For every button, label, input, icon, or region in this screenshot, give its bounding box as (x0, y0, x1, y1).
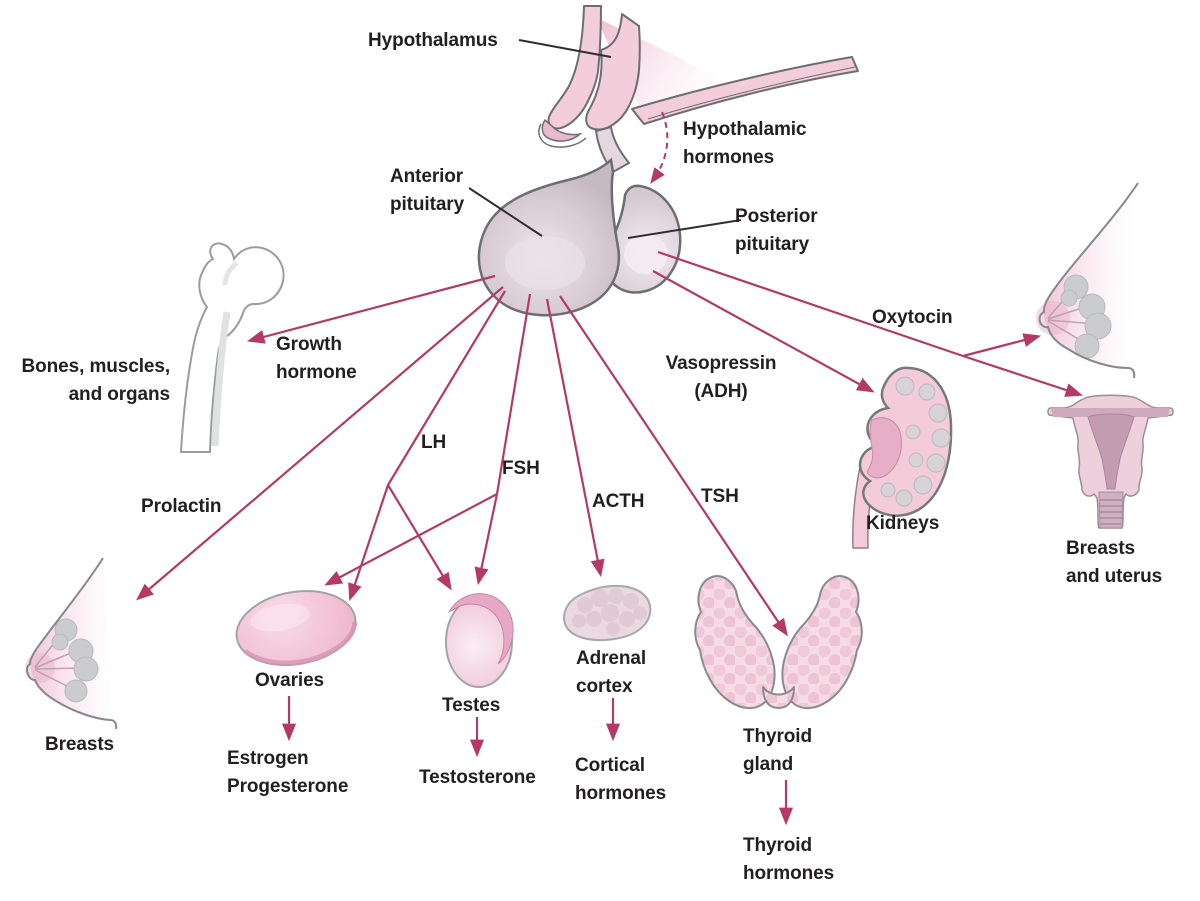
pointer-hypothalamus (518, 39, 612, 58)
label-lh: LH (421, 432, 447, 453)
arrow-lh-trunk (387, 290, 506, 486)
uterus-top-band (1051, 408, 1170, 417)
label-growth-hormone: Growth hormone (276, 334, 357, 383)
pituitary-stalk (594, 125, 631, 174)
breast-right-lobules (1060, 274, 1112, 359)
label-acth: ACTH (592, 491, 645, 512)
label-hypothalamus: Hypothalamus (368, 30, 498, 51)
femur-head-shading (222, 261, 239, 286)
label-hypothalamic-hormones: Hypothalamic hormones (683, 119, 807, 168)
kidney-lobules (880, 376, 951, 507)
femur-shading (211, 311, 231, 447)
label-tsh: TSH (701, 486, 739, 507)
optic-band-inner-line (647, 66, 856, 120)
arrow-oxytocin-trunk (657, 250, 964, 358)
label-fsh: FSH (502, 458, 540, 479)
ovary-highlight (250, 603, 310, 632)
hormone-arrows (135, 111, 1084, 826)
label-ovaries: Ovaries (255, 670, 325, 691)
label-cortical-hormones: Cortical hormones (575, 755, 667, 804)
epididymis-hood (447, 593, 514, 665)
thyroid-isthmus (762, 686, 795, 709)
label-kidneys: Kidneys (866, 513, 940, 534)
breast-right-outline (1038, 182, 1139, 379)
testis-illustration (445, 593, 514, 688)
adrenal-bumps (572, 588, 647, 636)
arrow-prolactin (135, 286, 504, 601)
label-testes: Testes (442, 695, 501, 716)
anterior-lobe-highlight (505, 236, 585, 290)
pituitary-illustration (477, 157, 682, 317)
pointer-anterior-pituitary (468, 187, 543, 237)
pointer-posterior-pituitary (627, 219, 742, 239)
label-vasopressin-adh: Vasopressin (ADH) (665, 353, 777, 402)
uterus-illustration (1047, 394, 1174, 529)
bone-illustration (179, 242, 285, 453)
mammillary-outline (538, 123, 587, 148)
arrow-hypothalamic-hormones (650, 111, 669, 184)
breast-left-outline (25, 557, 118, 730)
adrenal-illustration (563, 584, 652, 642)
infundibulum-tube (547, 5, 602, 130)
breast-illustration-left (25, 557, 118, 730)
mammillary-curl (541, 118, 583, 142)
ovary-illustration (235, 590, 358, 666)
breast-left-lobules (51, 618, 99, 703)
ovary-lower-rim (243, 621, 358, 666)
kidney-illustration (852, 366, 953, 549)
arrow-fsh-to-testes (474, 493, 499, 586)
label-oxytocin: Oxytocin (872, 307, 953, 328)
arrow-tsh (559, 295, 788, 637)
arrow-oxytocin-to-breast (962, 333, 1042, 358)
arrow-fsh-trunk (495, 293, 532, 495)
arrow-vasopressin (652, 270, 875, 393)
label-anterior-pituitary: Anterior pituitary (390, 166, 465, 215)
label-testosterone: Testosterone (419, 767, 536, 788)
label-breasts-and-uterus: Breasts and uterus (1066, 538, 1163, 587)
label-breasts: Breasts (45, 734, 115, 755)
hypothalamic-fold (585, 13, 641, 131)
thyroid-illustration (694, 575, 863, 710)
label-thyroid-gland: Thyroid gland (743, 726, 812, 775)
renal-pelvis (866, 417, 903, 479)
hypothalamus-illustration (538, 5, 859, 174)
label-prolactin: Prolactin (141, 496, 222, 517)
pointer-lines (468, 39, 742, 239)
label-adrenal-cortex: Adrenal cortex (576, 648, 647, 697)
arrow-acth (545, 298, 605, 578)
femur-outline (179, 242, 285, 453)
arrow-lh-to-ovary (348, 484, 390, 602)
uterus-cavity (1087, 413, 1135, 490)
label-posterior-pituitary: Posterior pituitary (735, 206, 818, 255)
arrow-fsh-to-ovary (324, 493, 498, 586)
label-bones-muscles-organs: Bones, muscles, and organs (21, 356, 171, 405)
label-thyroid-hormones: Thyroid hormones (743, 835, 835, 884)
cervix-ridges (1100, 499, 1122, 525)
posterior-lobe-highlight (624, 234, 668, 274)
arrow-oxytocin-to-uterus (962, 354, 1084, 397)
label-estrogen-progesterone: Estrogen Progesterone (227, 748, 349, 797)
cervix-canal (1098, 491, 1124, 529)
arrow-growth-hormone (246, 274, 496, 344)
breast-illustration-right (1036, 182, 1139, 379)
